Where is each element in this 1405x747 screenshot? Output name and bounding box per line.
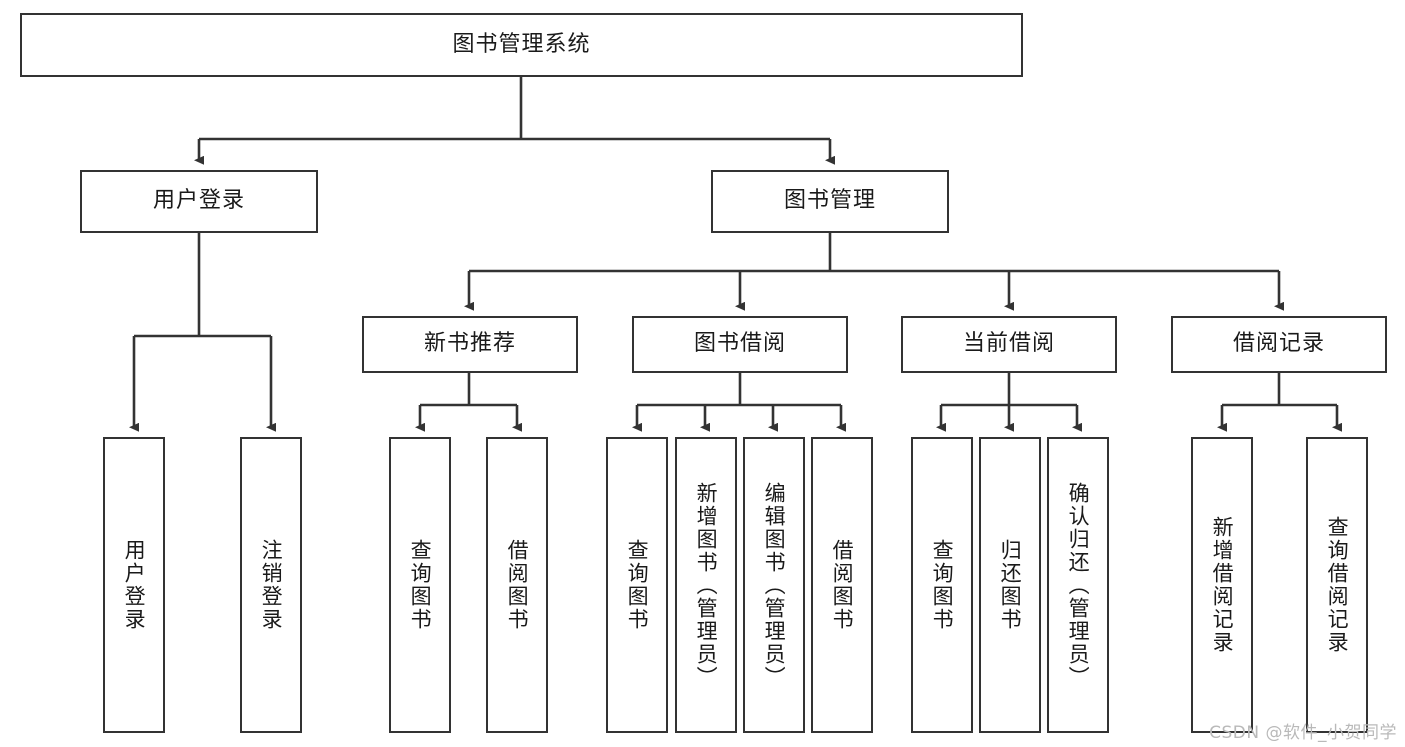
leaf-query-book-2[interactable]: 查询图书 [606, 437, 668, 733]
node-label: 用户登录 [152, 188, 245, 214]
leaf-edit-book[interactable]: 编辑图书（管理员） [743, 437, 805, 733]
node-borrow-record[interactable]: 借阅记录 [1171, 316, 1387, 373]
node-book-borrow[interactable]: 图书借阅 [632, 316, 848, 373]
leaf-query-book-3[interactable]: 查询图书 [911, 437, 973, 733]
node-label: 编辑图书（管理员） [762, 481, 787, 689]
node-label: 新增借阅记录 [1210, 516, 1235, 654]
node-root-system[interactable]: 图书管理系统 [20, 13, 1023, 77]
node-label: 确认归还（管理员） [1066, 481, 1091, 689]
node-label: 图书借阅 [693, 331, 786, 357]
node-label: 查询图书 [625, 539, 650, 631]
node-current-borrow[interactable]: 当前借阅 [901, 316, 1117, 373]
leaf-add-book[interactable]: 新增图书（管理员） [675, 437, 737, 733]
leaf-query-record[interactable]: 查询借阅记录 [1306, 437, 1368, 733]
node-label: 归还图书 [998, 539, 1023, 631]
node-label: 借阅图书 [830, 539, 855, 631]
node-label: 查询图书 [408, 539, 433, 631]
leaf-logout-login[interactable]: 注销登录 [240, 437, 302, 733]
node-label: 查询图书 [930, 539, 955, 631]
leaf-borrow-book-2[interactable]: 借阅图书 [811, 437, 873, 733]
leaf-add-record[interactable]: 新增借阅记录 [1191, 437, 1253, 733]
node-label: 新增图书（管理员） [694, 481, 719, 689]
node-label: 当前借阅 [962, 331, 1055, 357]
node-label: 用户登录 [122, 539, 147, 631]
leaf-query-book-1[interactable]: 查询图书 [389, 437, 451, 733]
leaf-user-login[interactable]: 用户登录 [103, 437, 165, 733]
watermark-text: CSDN @软件_小贺同学 [1209, 723, 1397, 743]
node-label: 图书管理系统 [452, 31, 591, 57]
node-label: 查询借阅记录 [1325, 516, 1350, 654]
node-user-login[interactable]: 用户登录 [80, 170, 318, 233]
node-new-book-recommend[interactable]: 新书推荐 [362, 316, 578, 373]
node-label: 注销登录 [259, 539, 284, 631]
leaf-confirm-return[interactable]: 确认归还（管理员） [1047, 437, 1109, 733]
node-book-manage[interactable]: 图书管理 [711, 170, 949, 233]
leaf-return-book[interactable]: 归还图书 [979, 437, 1041, 733]
node-label: 借阅记录 [1232, 331, 1325, 357]
node-label: 新书推荐 [423, 331, 516, 357]
node-label: 借阅图书 [505, 539, 530, 631]
node-label: 图书管理 [783, 188, 876, 214]
leaf-borrow-book-1[interactable]: 借阅图书 [486, 437, 548, 733]
